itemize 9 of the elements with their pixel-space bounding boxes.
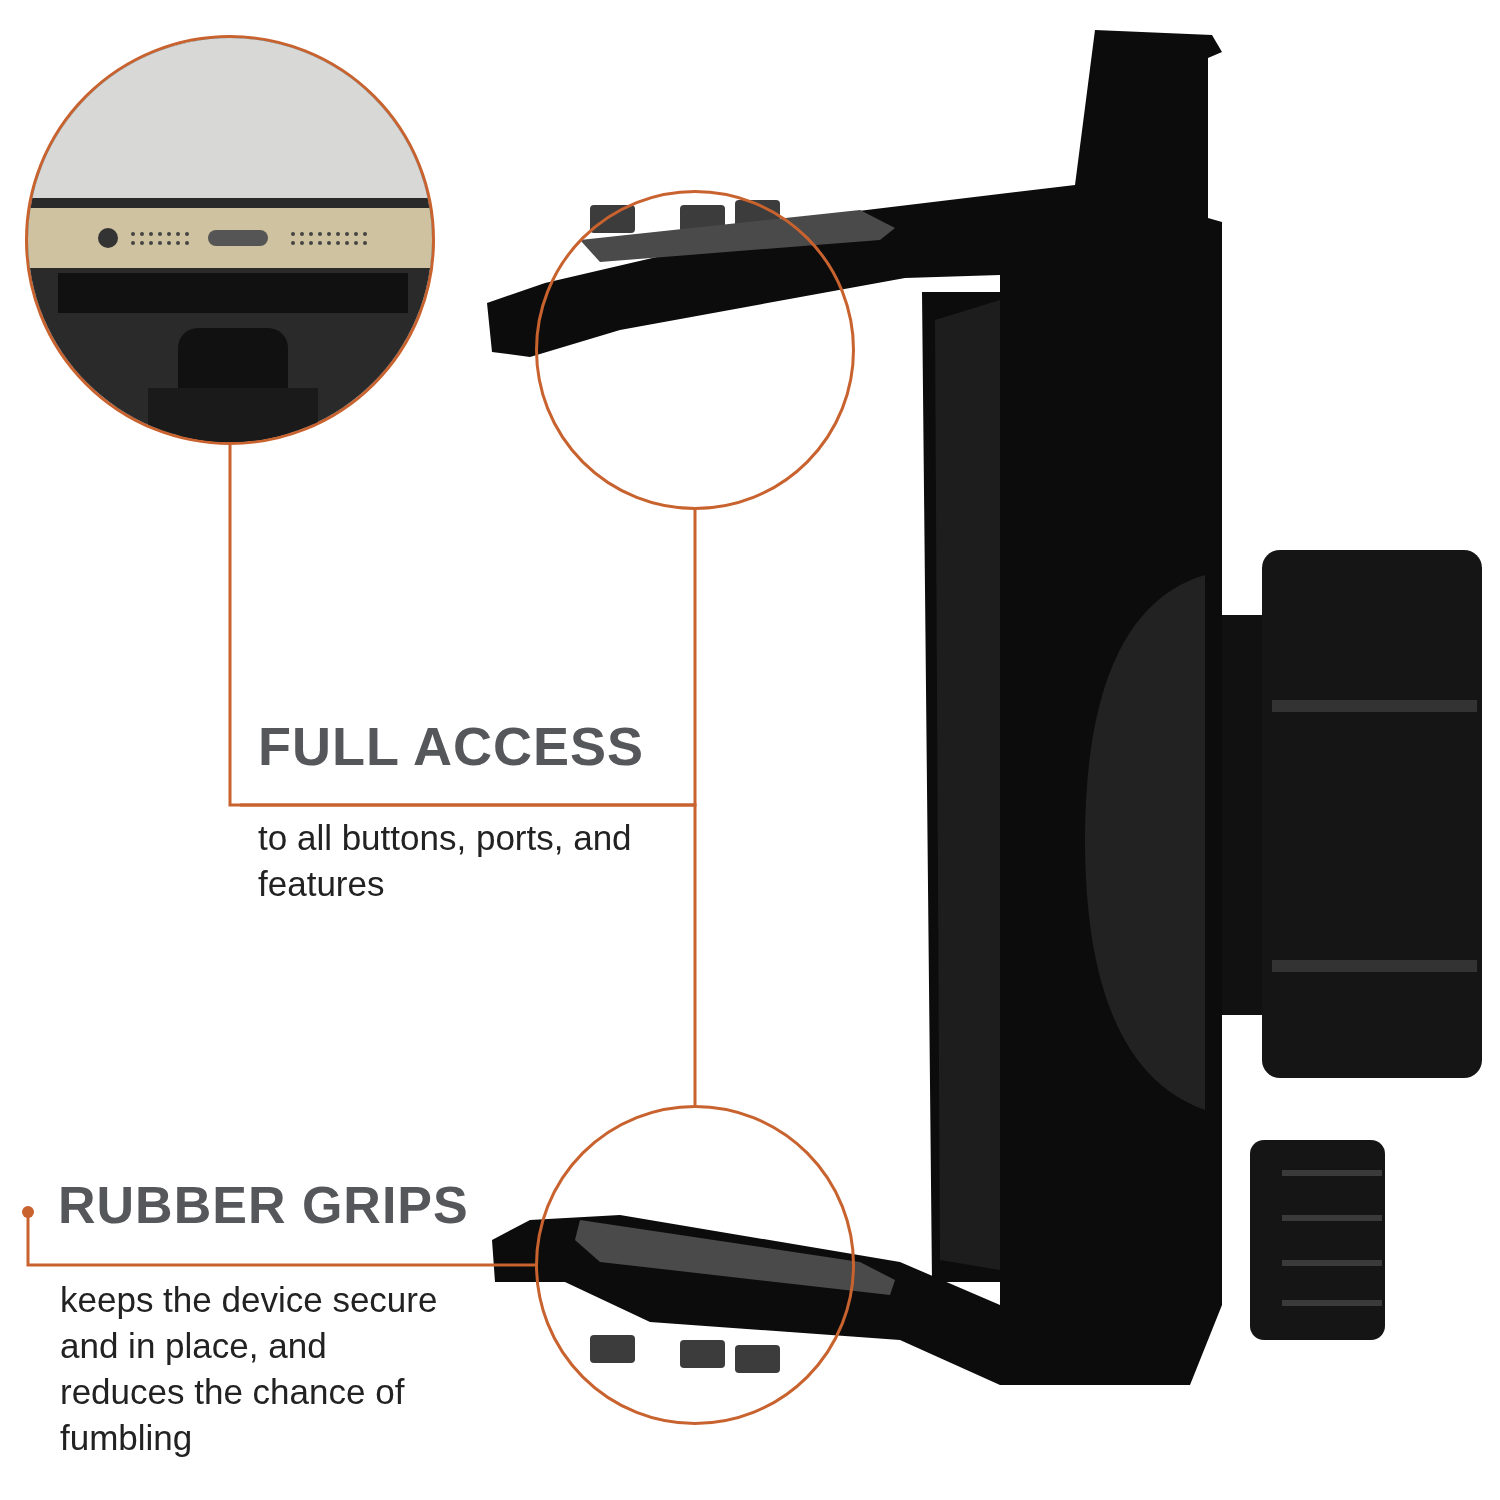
leader-line bbox=[228, 445, 240, 807]
callout-description: keeps the device secure and in place, and reduces the chance of fumbling bbox=[60, 1279, 439, 1459]
leader-line bbox=[22, 1206, 535, 1267]
highlight-circle bbox=[535, 1105, 855, 1425]
callout-description: to all buttons, ports, and features bbox=[258, 817, 633, 905]
highlight-circle bbox=[535, 190, 855, 510]
callout-heading: FULL ACCESS bbox=[258, 715, 645, 777]
callout-heading: RUBBER GRIPS bbox=[58, 1175, 469, 1235]
leader-line bbox=[240, 803, 697, 1105]
